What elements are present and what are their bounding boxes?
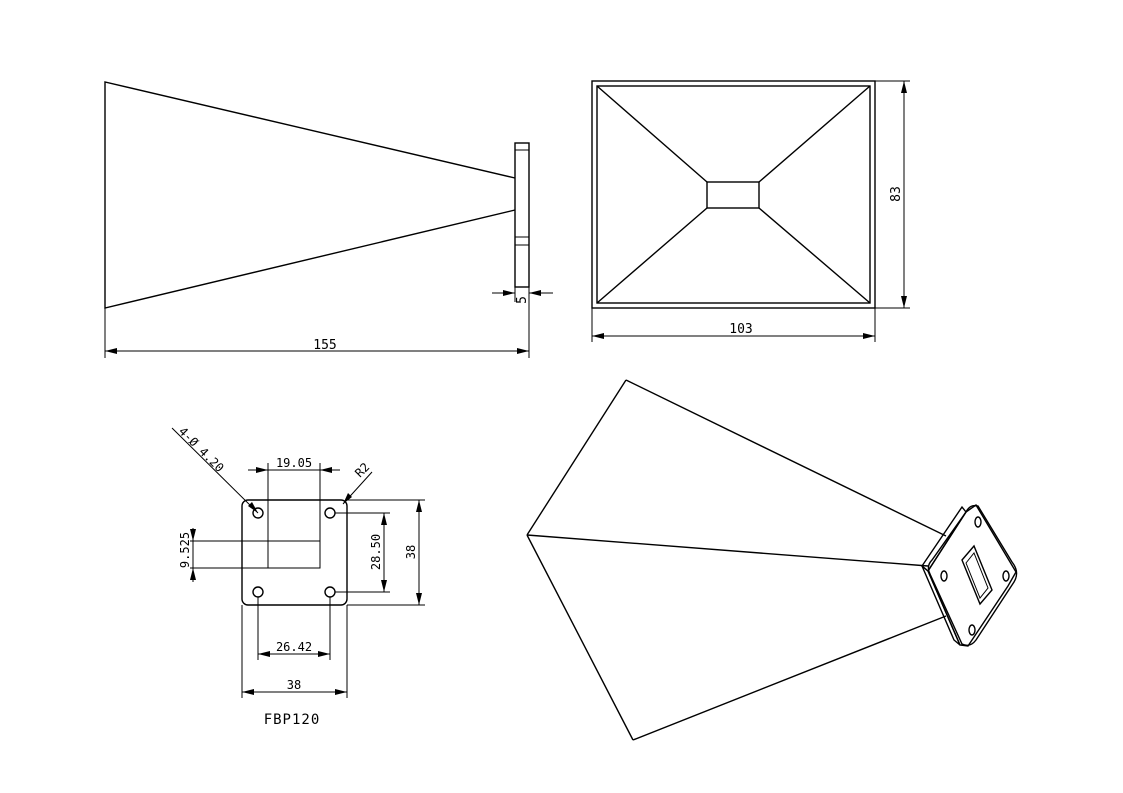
iso-waveguide-opening xyxy=(961,544,993,606)
waveguide-aperture xyxy=(267,499,321,569)
height-dimension: 83 xyxy=(875,80,910,309)
flange-side xyxy=(514,142,530,288)
waveguide-opening xyxy=(706,181,760,209)
hole-vertical-label: 28.50 xyxy=(369,534,383,570)
length-label: 155 xyxy=(313,338,336,353)
aperture-height-dimension: 9.525 xyxy=(178,528,196,582)
model-label: FBP120 xyxy=(264,712,321,728)
flange-width-label: 38 xyxy=(287,678,301,692)
length-dimension: 155 xyxy=(104,287,530,358)
hole-vertical-dimension: 28.50 xyxy=(335,512,390,593)
corner-radius-label: R2 xyxy=(352,460,372,480)
aperture-outer xyxy=(591,80,876,309)
aperture-inner xyxy=(596,85,871,304)
flange-plate xyxy=(241,499,348,606)
flange-height-dimension: 38 xyxy=(347,499,425,606)
side-view: 155 5 xyxy=(104,81,553,358)
aperture-height-label: 9.525 xyxy=(178,532,192,568)
bolt-hole xyxy=(324,586,336,598)
flange-height-label: 38 xyxy=(404,545,418,559)
hole-horizontal-label: 26.42 xyxy=(276,640,312,654)
front-view: 103 83 xyxy=(591,80,910,342)
aperture-width-dimension: 19.05 xyxy=(248,456,340,500)
isometric-view xyxy=(526,379,1018,741)
hole-callout-label: 4-Ø 4.20 xyxy=(176,424,227,475)
width-label: 103 xyxy=(729,322,752,337)
corner-radius-callout: R2 xyxy=(342,460,373,505)
horn-side-outline xyxy=(104,81,516,309)
flange-width-dimension: 38 xyxy=(241,605,348,698)
aperture-width-label: 19.05 xyxy=(276,456,312,470)
flange-thickness-label: 5 xyxy=(515,296,530,304)
iso-flange-face xyxy=(927,503,1017,647)
flange-thickness-dimension: 5 xyxy=(492,287,553,304)
bolt-hole xyxy=(252,507,264,519)
bolt-hole xyxy=(252,586,264,598)
flange-view: 4-Ø 4.20 R2 19.05 9.525 xyxy=(171,424,425,728)
height-label: 83 xyxy=(889,186,904,202)
bolt-hole xyxy=(324,507,336,519)
hole-horizontal-dimension: 26.42 xyxy=(257,597,331,660)
iso-flange-side xyxy=(921,505,967,573)
hole-callout: 4-Ø 4.20 xyxy=(171,424,259,514)
width-dimension: 103 xyxy=(591,308,876,342)
